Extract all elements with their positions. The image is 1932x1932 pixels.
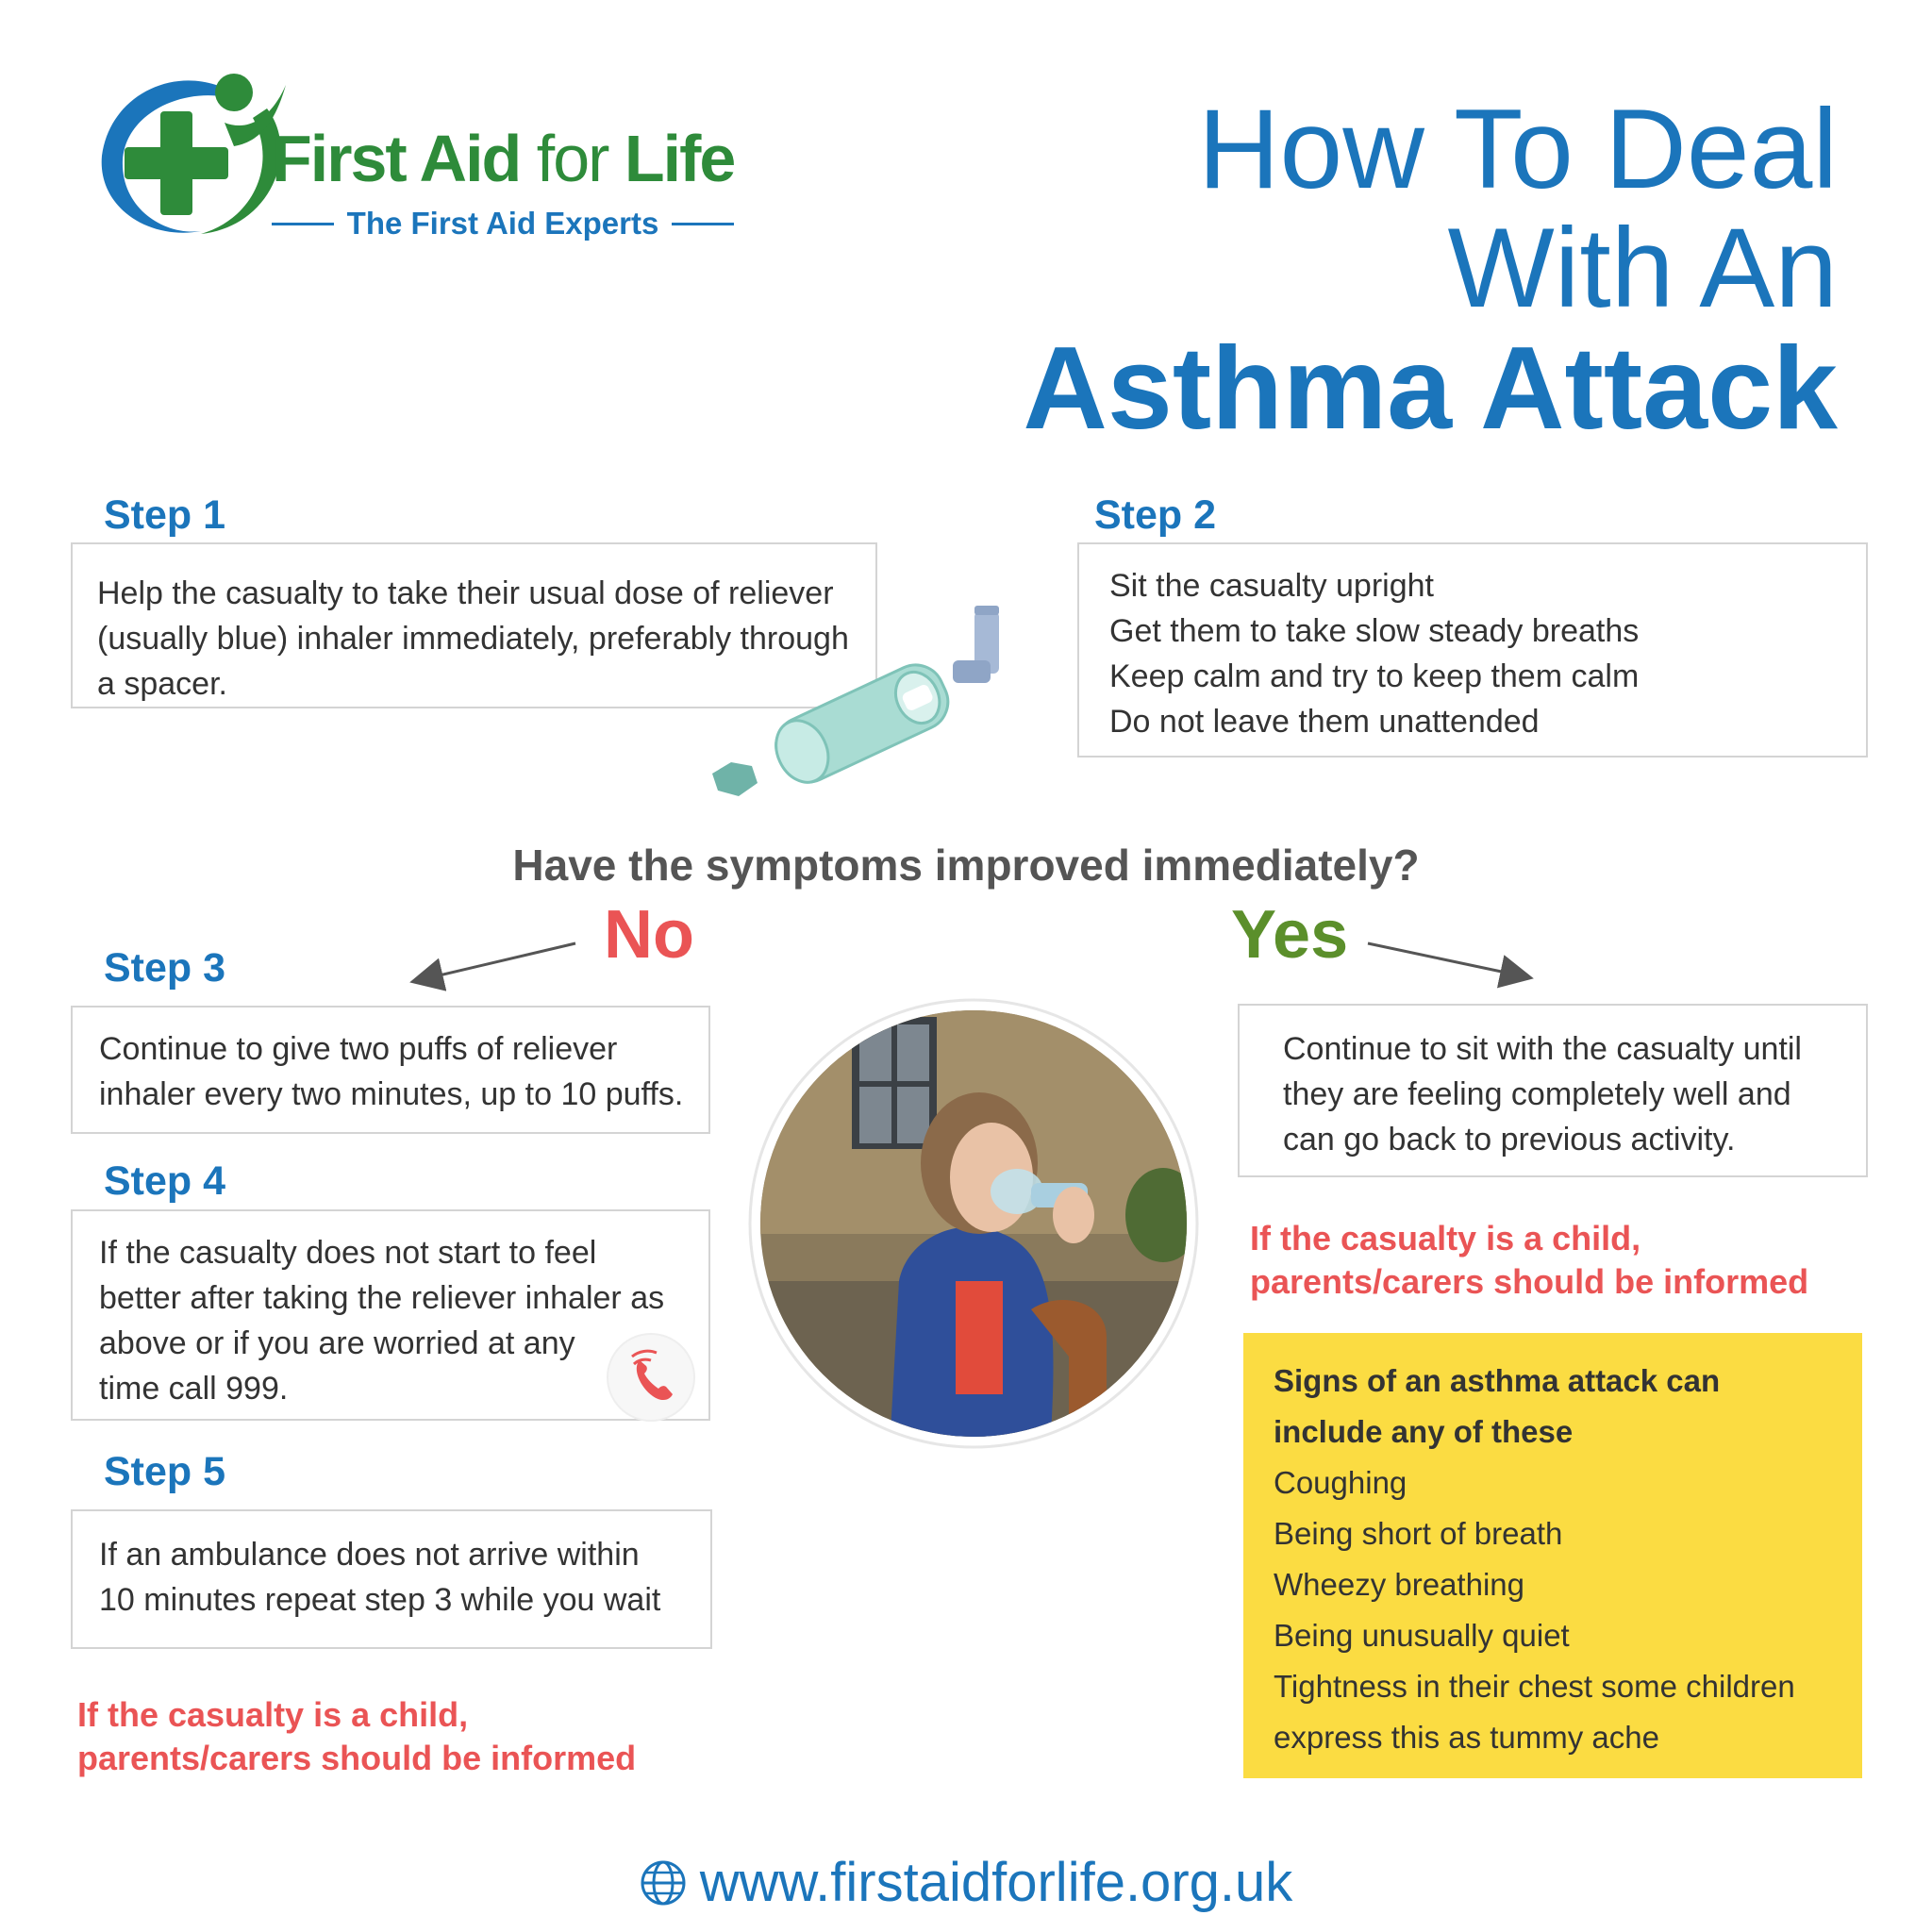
step-2-line: Keep calm and try to keep them calm — [1109, 658, 1640, 694]
title-line-3: Asthma Attack — [1023, 324, 1838, 454]
step-5-line: 10 minutes repeat step 3 while you wait — [99, 1582, 661, 1618]
child-note-line: If the casualty is a child, — [77, 1695, 469, 1734]
step-3-box: Continue to give two puffs of reliever i… — [71, 1006, 710, 1134]
arrow-yes — [1367, 941, 1534, 989]
step-1-heading: Step 1 — [104, 492, 226, 538]
sign-item: Wheezy breathing — [1274, 1567, 1524, 1602]
globe-icon — [641, 1860, 686, 1905]
child-note-left: If the casualty is a child, parents/care… — [77, 1693, 636, 1780]
answer-no: No — [604, 897, 694, 973]
step-2-heading: Step 2 — [1094, 492, 1217, 538]
sign-item: Tightness in their chest some children — [1274, 1669, 1795, 1704]
step-1-line: a spacer. — [97, 666, 227, 702]
phone-call-icon — [607, 1333, 695, 1422]
step-4-line: above or if you are worried at any — [99, 1325, 575, 1361]
step-1-line: Help the casualty to take their usual do… — [97, 575, 834, 611]
step-4-line: If the casualty does not start to feel — [99, 1235, 597, 1271]
yes-line: they are feeling completely well and — [1283, 1076, 1791, 1112]
step-1-line: (usually blue) inhaler immediately, pref… — [97, 621, 849, 657]
sign-item: express this as tummy ache — [1274, 1720, 1659, 1755]
step-2-line: Do not leave them unattended — [1109, 704, 1540, 740]
logo-tagline: The First Aid Experts — [272, 206, 734, 242]
step-2-box: Sit the casualty upright Get them to tak… — [1077, 542, 1868, 758]
sign-item: Coughing — [1274, 1465, 1407, 1500]
step-3-line: Continue to give two puffs of reliever — [99, 1031, 618, 1067]
step-4-line: time call 999. — [99, 1371, 289, 1407]
logo-name: First Aid for Life — [272, 122, 736, 195]
signs-heading-line: include any of these — [1274, 1414, 1574, 1449]
step-3-line: inhaler every two minutes, up to 10 puff… — [99, 1076, 684, 1112]
yes-line: can go back to previous activity. — [1283, 1122, 1736, 1158]
step-1-box: Help the casualty to take their usual do… — [71, 542, 877, 708]
arrow-no — [409, 941, 576, 991]
yes-line: Continue to sit with the casualty until — [1283, 1031, 1802, 1067]
child-note-line: If the casualty is a child, — [1250, 1219, 1641, 1257]
yes-box: Continue to sit with the casualty until … — [1238, 1004, 1868, 1177]
title-line-1: How To Deal — [1197, 86, 1838, 212]
child-note-line: parents/carers should be informed — [77, 1739, 637, 1777]
child-note-right: If the casualty is a child, parents/care… — [1250, 1217, 1808, 1304]
logo-cross-figure-icon — [101, 74, 286, 234]
step-4-box: If the casualty does not start to feel b… — [71, 1209, 710, 1421]
step-4-heading: Step 4 — [104, 1158, 226, 1204]
step-2-line: Sit the casualty upright — [1109, 568, 1434, 604]
signs-box: Signs of an asthma attack can include an… — [1243, 1333, 1862, 1778]
child-note-line: parents/carers should be informed — [1250, 1262, 1809, 1301]
child-using-inhaler-photo — [748, 998, 1199, 1449]
step-4-line: better after taking the reliever inhaler… — [99, 1280, 665, 1316]
step-2-line: Get them to take slow steady breaths — [1109, 613, 1640, 649]
symptoms-question: Have the symptoms improved immediately? — [512, 841, 1420, 890]
sign-item: Being unusually quiet — [1274, 1618, 1570, 1653]
sign-item: Being short of breath — [1274, 1516, 1563, 1551]
title-line-2: With An — [1447, 205, 1839, 331]
answer-yes: Yes — [1231, 897, 1349, 973]
inhaler-spacer-illustration — [712, 606, 999, 796]
step-5-box: If an ambulance does not arrive within 1… — [71, 1509, 712, 1649]
footer: www.firstaidforlife.org.uk — [0, 1851, 1932, 1914]
website-link[interactable]: www.firstaidforlife.org.uk — [699, 1852, 1293, 1913]
signs-heading-line: Signs of an asthma attack can — [1274, 1363, 1721, 1398]
page-title: How To Deal With An Asthma Attack — [1023, 90, 1838, 450]
step-3-heading: Step 3 — [104, 945, 226, 991]
brand-logo: First Aid for Life The First Aid Experts — [83, 66, 743, 245]
step-5-line: If an ambulance does not arrive within — [99, 1537, 640, 1573]
step-5-heading: Step 5 — [104, 1449, 226, 1494]
